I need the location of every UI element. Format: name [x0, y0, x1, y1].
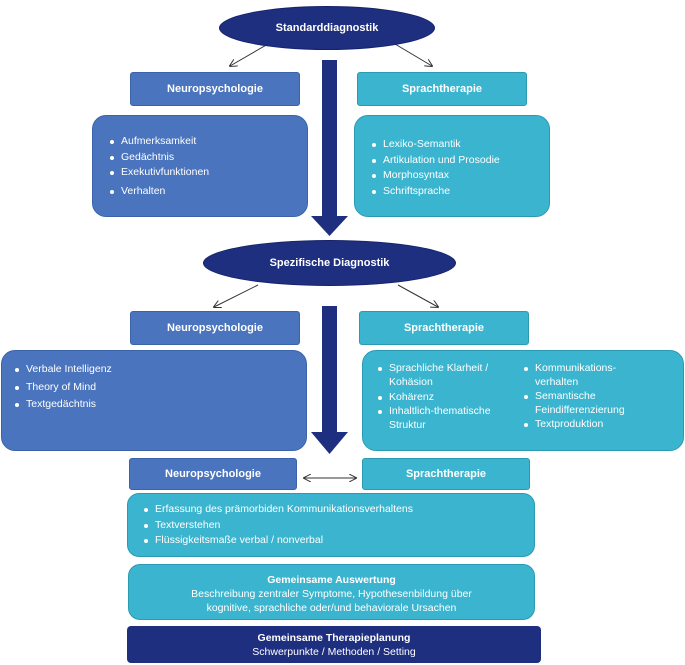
planning-line-1: Schwerpunkte / Methoden / Setting	[252, 646, 416, 658]
header-sprachtherapie-1: Sprachtherapie	[357, 72, 527, 106]
list-sprachtherapie-standard: Lexiko-Semantik Artikulation und Prosodi…	[371, 137, 549, 199]
list-sprachtherapie-spezifisch-col1: Sprachliche Klarheit / Kohäsion Kohärenz…	[377, 361, 515, 432]
list-item: Gedächtnis	[109, 150, 307, 166]
list-joint-diagnostik: Erfassung des prämorbiden Kommunikations…	[143, 502, 534, 549]
box-joint-diagnostik: Erfassung des prämorbiden Kommunikations…	[127, 493, 535, 557]
header-label: Neuropsychologie	[165, 468, 261, 480]
arrow-oval2-to-right	[397, 284, 438, 307]
header-neuropsychologie-2: Neuropsychologie	[130, 311, 300, 345]
list-item: Schriftsprache	[371, 184, 549, 200]
list-item: Inhaltlich-thematische Struktur	[377, 404, 515, 432]
planning-title: Gemeinsame Therapieplanung	[257, 632, 411, 644]
list-item: Exekutivfunktionen	[109, 165, 307, 181]
list-item: Kommunikations-verhalten	[523, 361, 653, 389]
header-sprachtherapie-3: Sprachtherapie	[362, 458, 530, 490]
oval-standarddiagnostik: Standarddiagnostik	[219, 6, 435, 50]
box-sprachtherapie-spezifisch: Sprachliche Klarheit / Kohäsion Kohärenz…	[362, 350, 684, 451]
list-item: Semantische Feindifferenzierung	[523, 389, 653, 417]
evaluation-line-1: Beschreibung zentraler Symptome, Hypothe…	[191, 588, 472, 600]
big-down-arrow-1	[311, 60, 348, 236]
evaluation-title: Gemeinsame Auswertung	[267, 574, 396, 586]
header-label: Neuropsychologie	[167, 83, 263, 95]
list-item: Sprachliche Klarheit / Kohäsion	[377, 361, 515, 389]
box-sprachtherapie-standard: Lexiko-Semantik Artikulation und Prosodi…	[354, 115, 550, 217]
arrow-oval1-to-right	[394, 43, 432, 66]
header-neuropsychologie-1: Neuropsychologie	[130, 72, 300, 106]
oval-spezifische-diagnostik-label: Spezifische Diagnostik	[269, 257, 390, 269]
header-label: Sprachtherapie	[403, 322, 485, 334]
list-item: Morphosyntax	[371, 168, 549, 184]
list-sprachtherapie-spezifisch-col2: Kommunikations-verhalten Semantische Fei…	[523, 361, 653, 431]
header-neuropsychologie-3: Neuropsychologie	[129, 458, 297, 490]
list-item: Verbale Intelligenz	[14, 362, 306, 378]
list-item: Textgedächtnis	[14, 397, 306, 413]
box-neuropsychologie-standard: Aufmerksamkeit Gedächtnis Exekutivfunkti…	[92, 115, 308, 217]
list-item: Lexiko-Semantik	[371, 137, 549, 153]
oval-standarddiagnostik-label: Standarddiagnostik	[275, 22, 379, 34]
oval-spezifische-diagnostik: Spezifische Diagnostik	[203, 240, 456, 286]
list-item: Aufmerksamkeit	[109, 134, 307, 150]
big-down-arrow-2	[311, 306, 348, 454]
list-item: Kohärenz	[377, 390, 515, 404]
list-neuropsychologie-spezifisch: Verbale Intelligenz Theory of Mind Textg…	[14, 362, 306, 413]
list-item: Textproduktion	[523, 417, 653, 431]
list-item: Verhalten	[109, 184, 307, 200]
header-label: Sprachtherapie	[401, 83, 483, 95]
arrow-oval2-to-left	[214, 284, 259, 307]
header-label: Sprachtherapie	[405, 468, 487, 480]
list-item: Theory of Mind	[14, 380, 306, 396]
list-item: Textverstehen	[143, 518, 534, 534]
header-sprachtherapie-2: Sprachtherapie	[359, 311, 529, 345]
box-gemeinsame-auswertung: Gemeinsame Auswertung Beschreibung zentr…	[128, 564, 535, 620]
arrow-oval1-to-left	[230, 43, 269, 66]
box-gemeinsame-therapieplanung: Gemeinsame Therapieplanung Schwerpunkte …	[127, 626, 541, 663]
list-item: Erfassung des prämorbiden Kommunikations…	[143, 502, 534, 518]
evaluation-line-2: kognitive, sprachliche oder/und behavior…	[206, 602, 457, 614]
list-neuropsychologie-standard: Aufmerksamkeit Gedächtnis Exekutivfunkti…	[109, 134, 307, 199]
header-label: Neuropsychologie	[167, 322, 263, 334]
list-item: Flüssigkeitsmaße verbal / nonverbal	[143, 533, 534, 549]
box-neuropsychologie-spezifisch: Verbale Intelligenz Theory of Mind Textg…	[1, 350, 307, 451]
list-item: Artikulation und Prosodie	[371, 153, 549, 169]
